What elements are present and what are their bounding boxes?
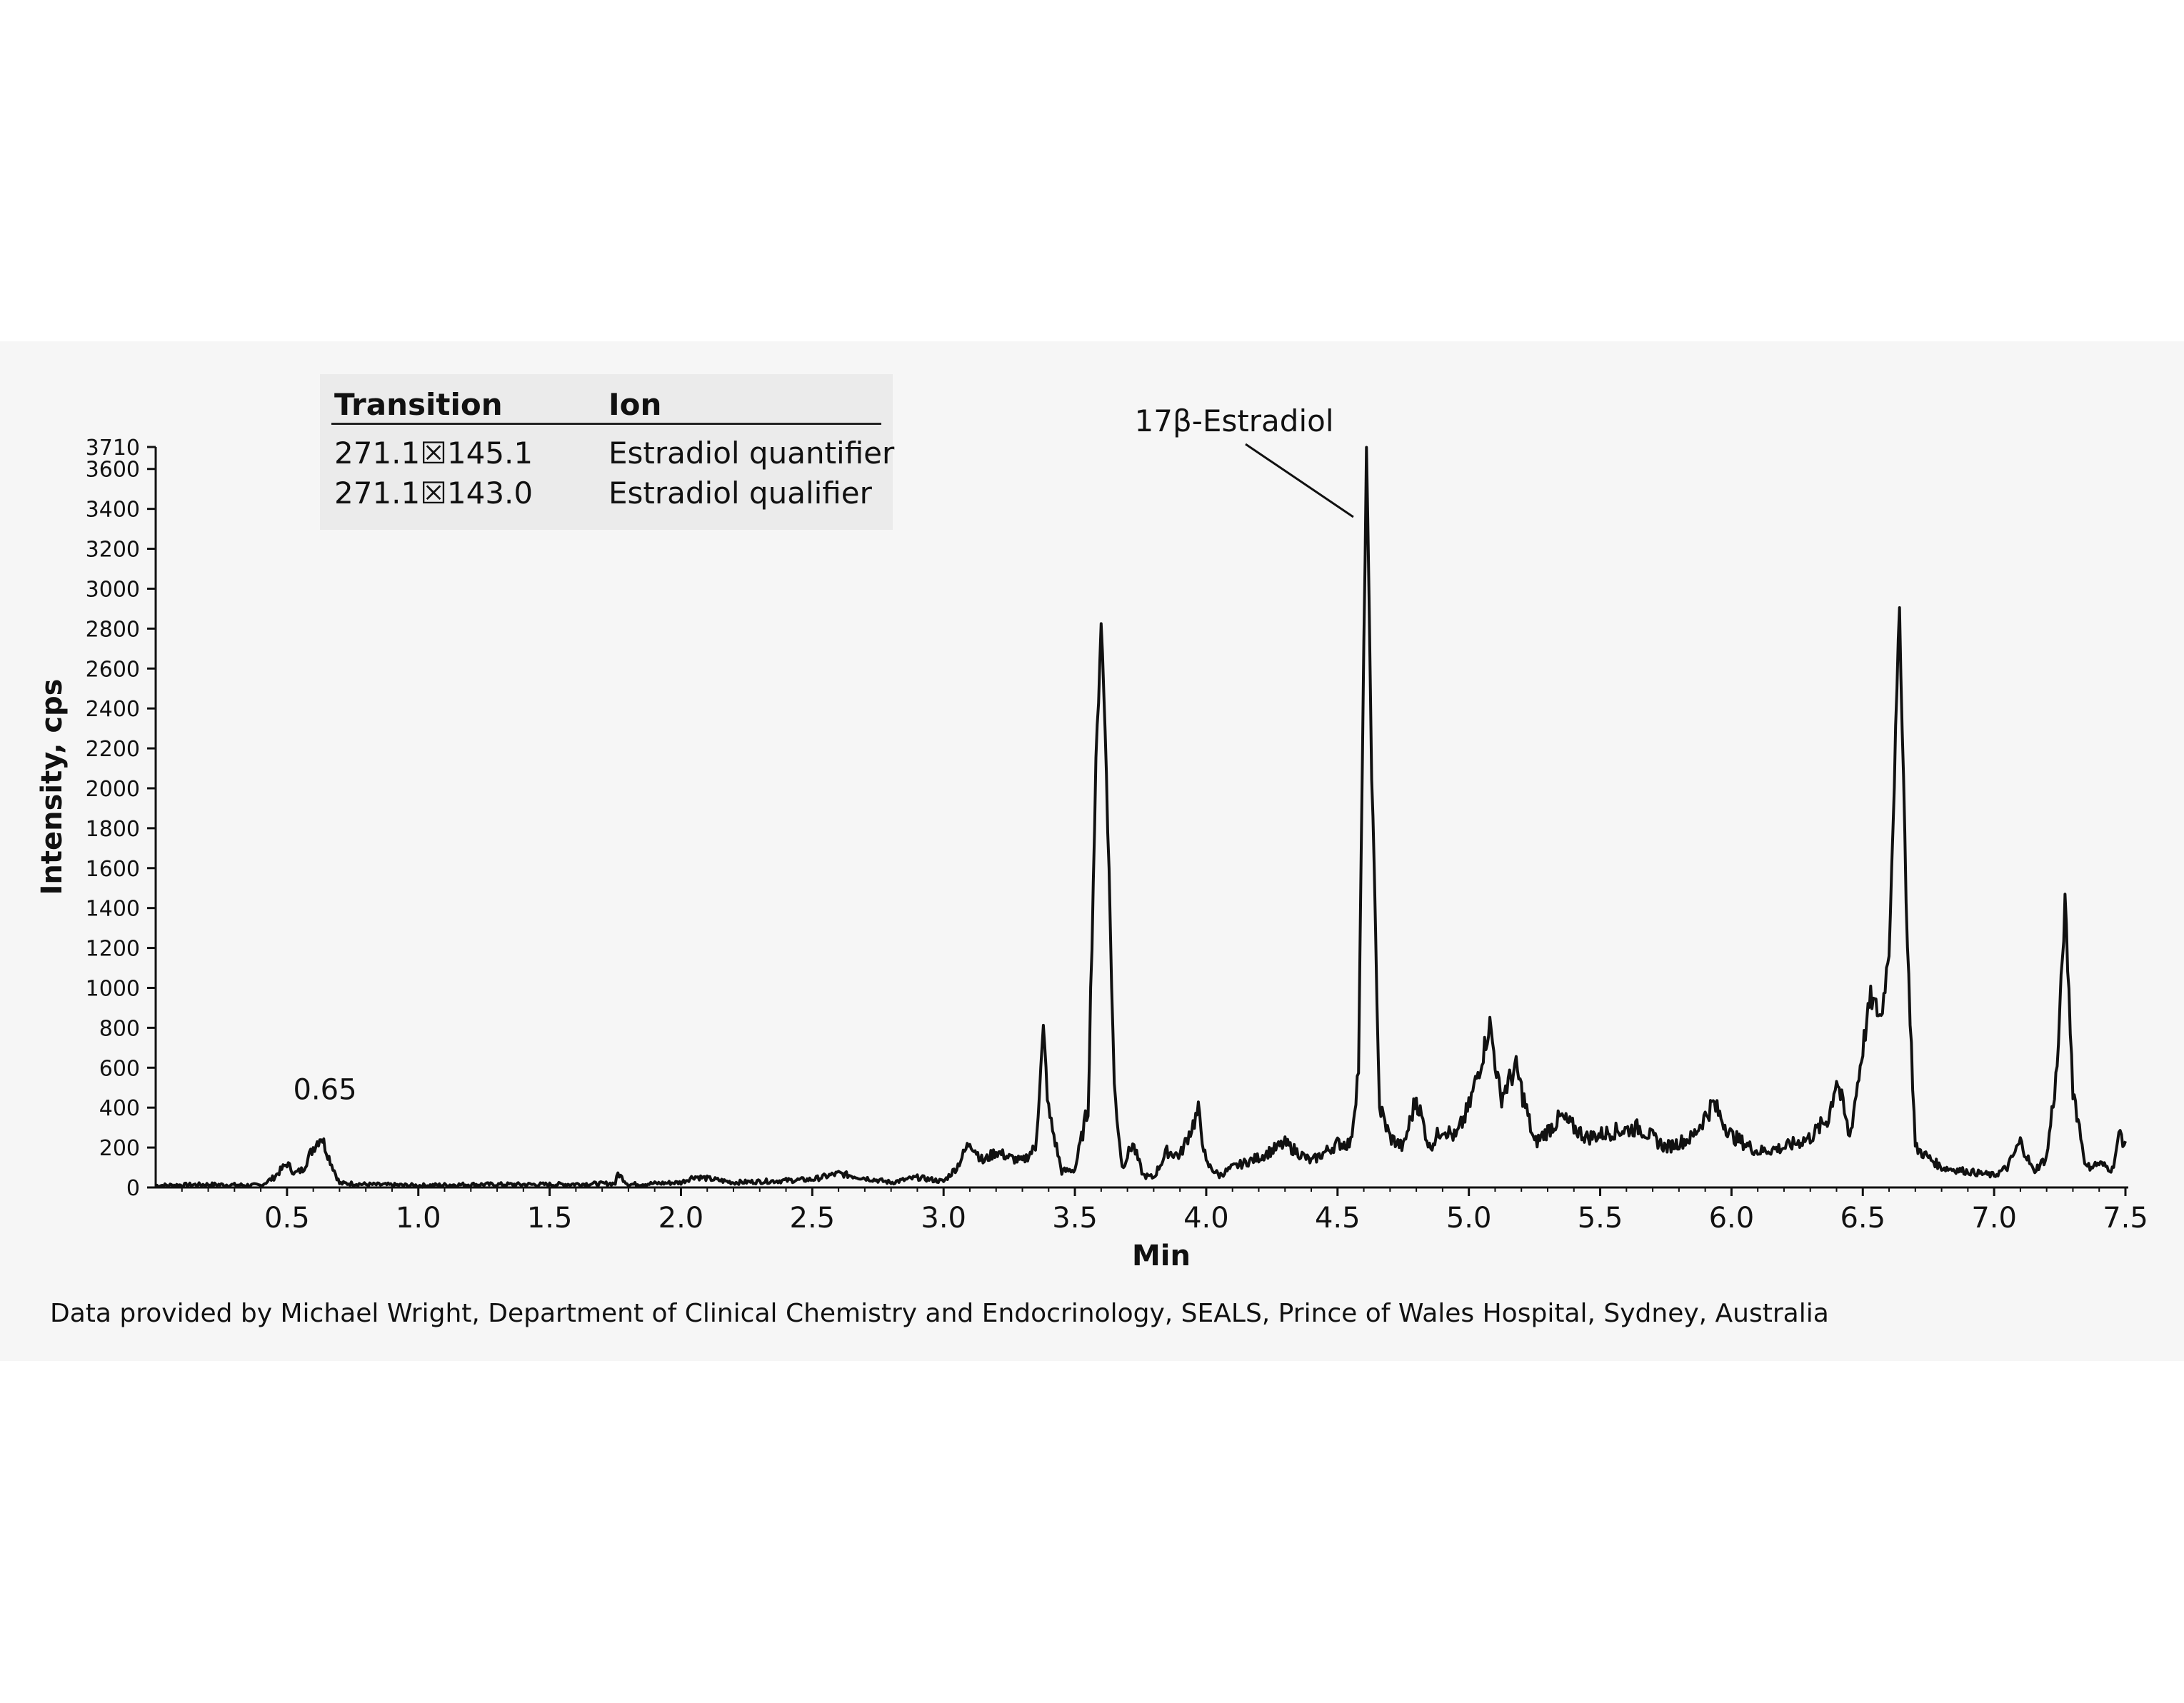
y-tick-label: 3200 — [86, 538, 140, 563]
y-tick-label: 1600 — [86, 857, 140, 882]
x-tick-label: 2.0 — [658, 1202, 704, 1235]
x-tick-label: 0.5 — [264, 1202, 310, 1235]
x-tick-label: 1.0 — [396, 1202, 441, 1235]
x-tick-label: 5.0 — [1446, 1202, 1492, 1235]
legend-row-2-ion: Estradiol qualifier — [608, 476, 872, 511]
legend-row-1-transition: 271.1☒145.1 — [334, 436, 534, 471]
figure-caption: Data provided by Michael Wright, Departm… — [50, 1299, 1829, 1328]
y-axis-ticks: 0 200 400 600 800 1000 1200 1400 1600 1800 2000 220… — [86, 436, 156, 1201]
x-tick-label: 7.5 — [2103, 1202, 2148, 1235]
y-tick-label: 3710 — [86, 436, 140, 461]
y-tick-label: 1400 — [86, 897, 140, 922]
y-tick-label: 1200 — [86, 937, 140, 962]
legend-header-ion: Ion — [608, 387, 662, 422]
x-tick-label: 6.5 — [1840, 1202, 1885, 1235]
chromatogram-trace — [155, 446, 2127, 1189]
y-axis-label: Intensity, cps — [36, 679, 69, 895]
x-tick-label: 7.0 — [1971, 1202, 2017, 1235]
x-axis-ticks: 0.5 1.0 1.5 2.0 2.5 3.0 3.5 4.0 4.5 5.0 5.5 6.0 6.5 7… — [181, 1187, 2148, 1235]
x-tick-label: 4.0 — [1183, 1202, 1229, 1235]
annotation-layer: 0.65 17β-Estradiol — [293, 403, 1354, 1107]
y-tick-label: 0 — [126, 1176, 140, 1201]
estradiol-leader-line — [1245, 443, 1354, 518]
legend-divider — [331, 423, 881, 425]
x-tick-label: 5.5 — [1578, 1202, 1623, 1235]
legend-header-transition: Transition — [334, 387, 503, 422]
chart-axes — [154, 447, 2128, 1189]
y-tick-label: 3400 — [86, 498, 140, 523]
y-tick-label: 2200 — [86, 737, 140, 762]
x-tick-label: 3.0 — [921, 1202, 966, 1235]
x-tick-label: 3.5 — [1052, 1202, 1098, 1235]
x-tick-label: 4.5 — [1315, 1202, 1361, 1235]
y-tick-label: 2600 — [86, 657, 140, 682]
legend-row-2-transition: 271.1☒143.0 — [334, 476, 534, 511]
peak-label-estradiol: 17β-Estradiol — [1135, 403, 1334, 438]
legend-row-1-ion: Estradiol quantifier — [608, 436, 895, 471]
y-tick-label: 600 — [99, 1056, 140, 1081]
peak-label-0-65: 0.65 — [293, 1074, 356, 1107]
y-tick-label: 3600 — [86, 458, 140, 483]
y-tick-label: 400 — [99, 1096, 140, 1121]
x-axis-label: Min — [1132, 1240, 1191, 1272]
y-tick-label: 2000 — [86, 777, 140, 802]
y-tick-label: 2400 — [86, 697, 140, 722]
series-layer — [155, 446, 2127, 1189]
y-tick-label: 1000 — [86, 976, 140, 1001]
y-tick-label: 200 — [99, 1136, 140, 1161]
y-tick-label: 800 — [99, 1016, 140, 1041]
y-tick-label: 3000 — [86, 577, 140, 602]
x-tick-label: 1.5 — [527, 1202, 573, 1235]
y-tick-label: 2800 — [86, 617, 140, 642]
x-tick-label: 2.5 — [790, 1202, 836, 1235]
legend-table — [320, 374, 893, 530]
y-tick-label: 1800 — [86, 817, 140, 842]
x-tick-label: 6.0 — [1709, 1202, 1755, 1235]
